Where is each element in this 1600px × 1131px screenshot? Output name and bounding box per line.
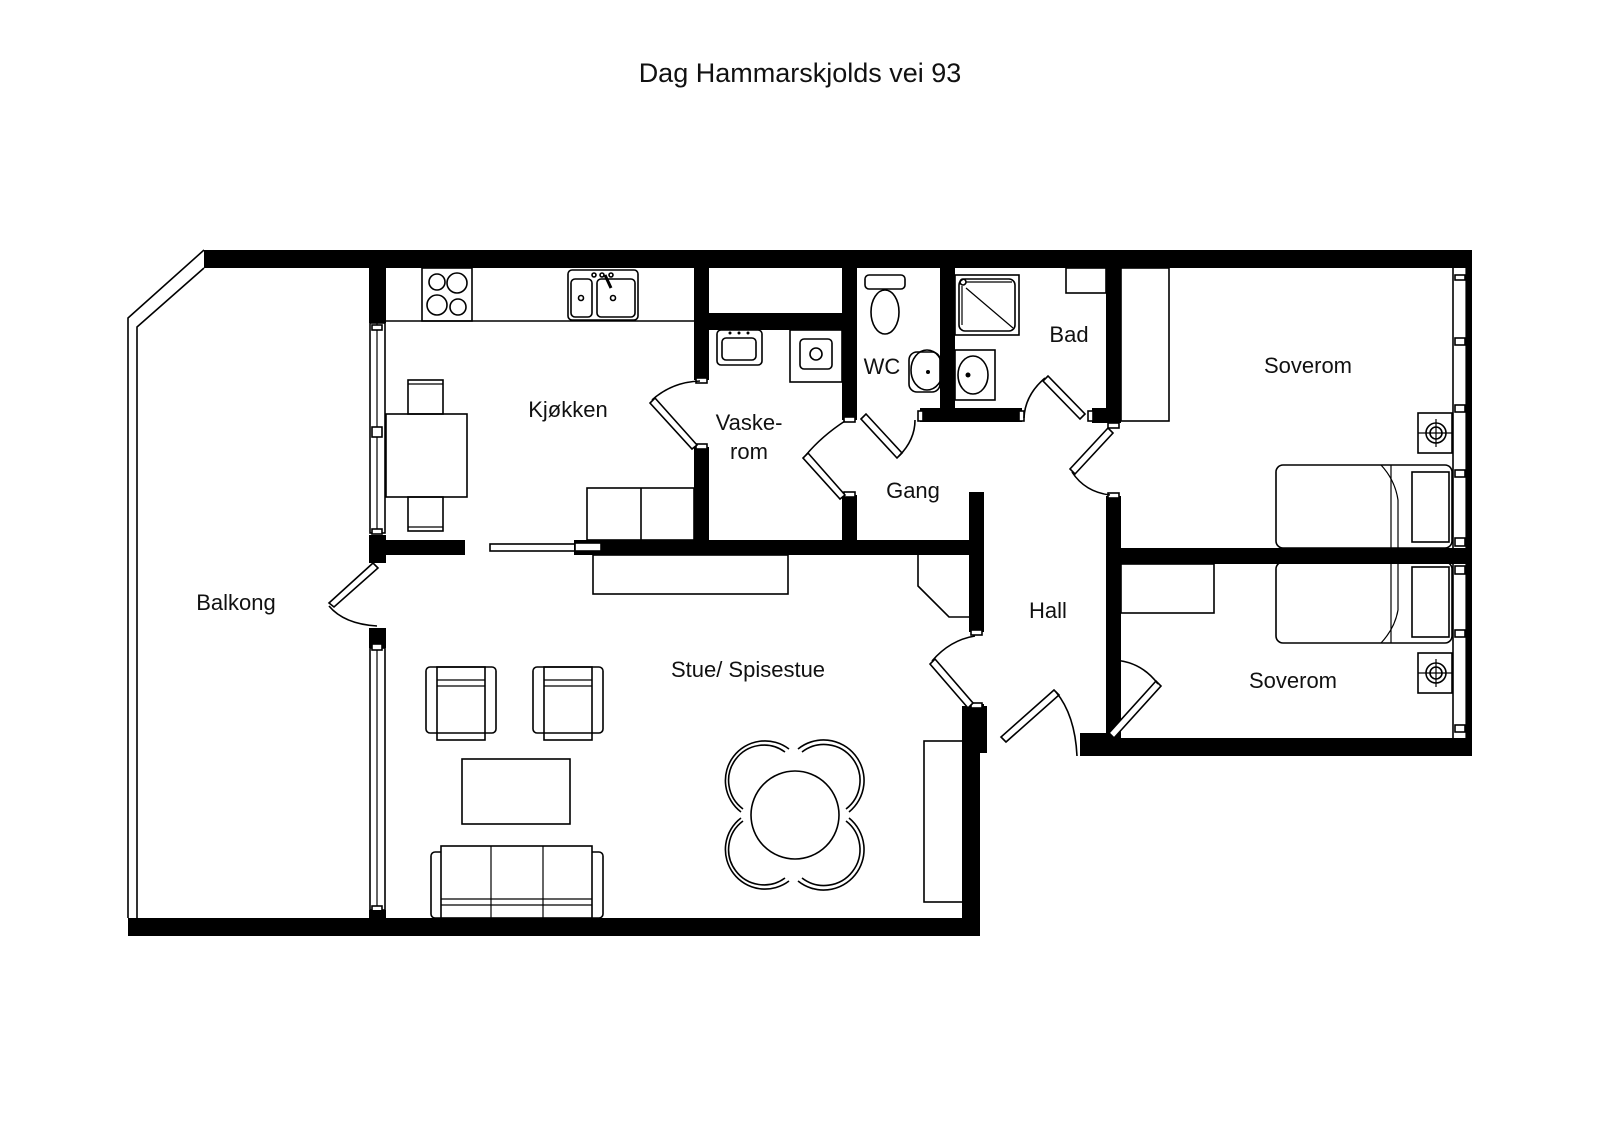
room-label-soverom-1: Soverom [1264, 353, 1352, 378]
door-vaskerom [648, 380, 701, 451]
laundry-fixtures [716, 329, 843, 383]
floor-plan-title: Dag Hammarskjolds vei 93 [638, 58, 962, 88]
door-soverom-2 [1107, 659, 1163, 740]
room-label-gang: Gang [886, 478, 940, 503]
kitchen-counter [386, 267, 694, 322]
room-label-wc: WC [864, 354, 901, 379]
living-room-west-wall [369, 268, 465, 918]
door-stue [928, 635, 976, 710]
hall-closet [917, 555, 969, 618]
interior-walls [694, 268, 1472, 738]
room-label-vaskerom-1: Vaske- [716, 410, 783, 435]
wc-fixtures [864, 274, 944, 393]
door-soverom-1 [1068, 426, 1115, 496]
room-label-stue: Stue/ Spisestue [671, 657, 825, 682]
room-label-vaskerom-2: rom [730, 439, 768, 464]
room-label-kjokken: Kjøkken [528, 397, 607, 422]
door-gang-vaskerom [801, 420, 847, 501]
balcony-outline [127, 249, 205, 918]
bedroom-2-furniture [1120, 561, 1453, 694]
bathroom-fixtures [954, 267, 1107, 401]
balcony-door [327, 561, 380, 627]
door-bad [1023, 374, 1087, 421]
door-wc [859, 412, 916, 460]
dining-table [724, 739, 865, 891]
bedroom-1-furniture [1120, 267, 1453, 549]
room-label-soverom-2: Soverom [1249, 668, 1337, 693]
entrance-door [999, 688, 1078, 757]
room-label-balkong: Balkong [196, 590, 276, 615]
living-room-furniture [425, 554, 965, 919]
kitchen-sliding-door [489, 540, 969, 555]
room-label-bad: Bad [1049, 322, 1088, 347]
room-label-hall: Hall [1029, 598, 1067, 623]
kitchen-table [385, 379, 468, 532]
east-windows [1452, 268, 1472, 738]
kitchen-cabinet [586, 487, 695, 541]
